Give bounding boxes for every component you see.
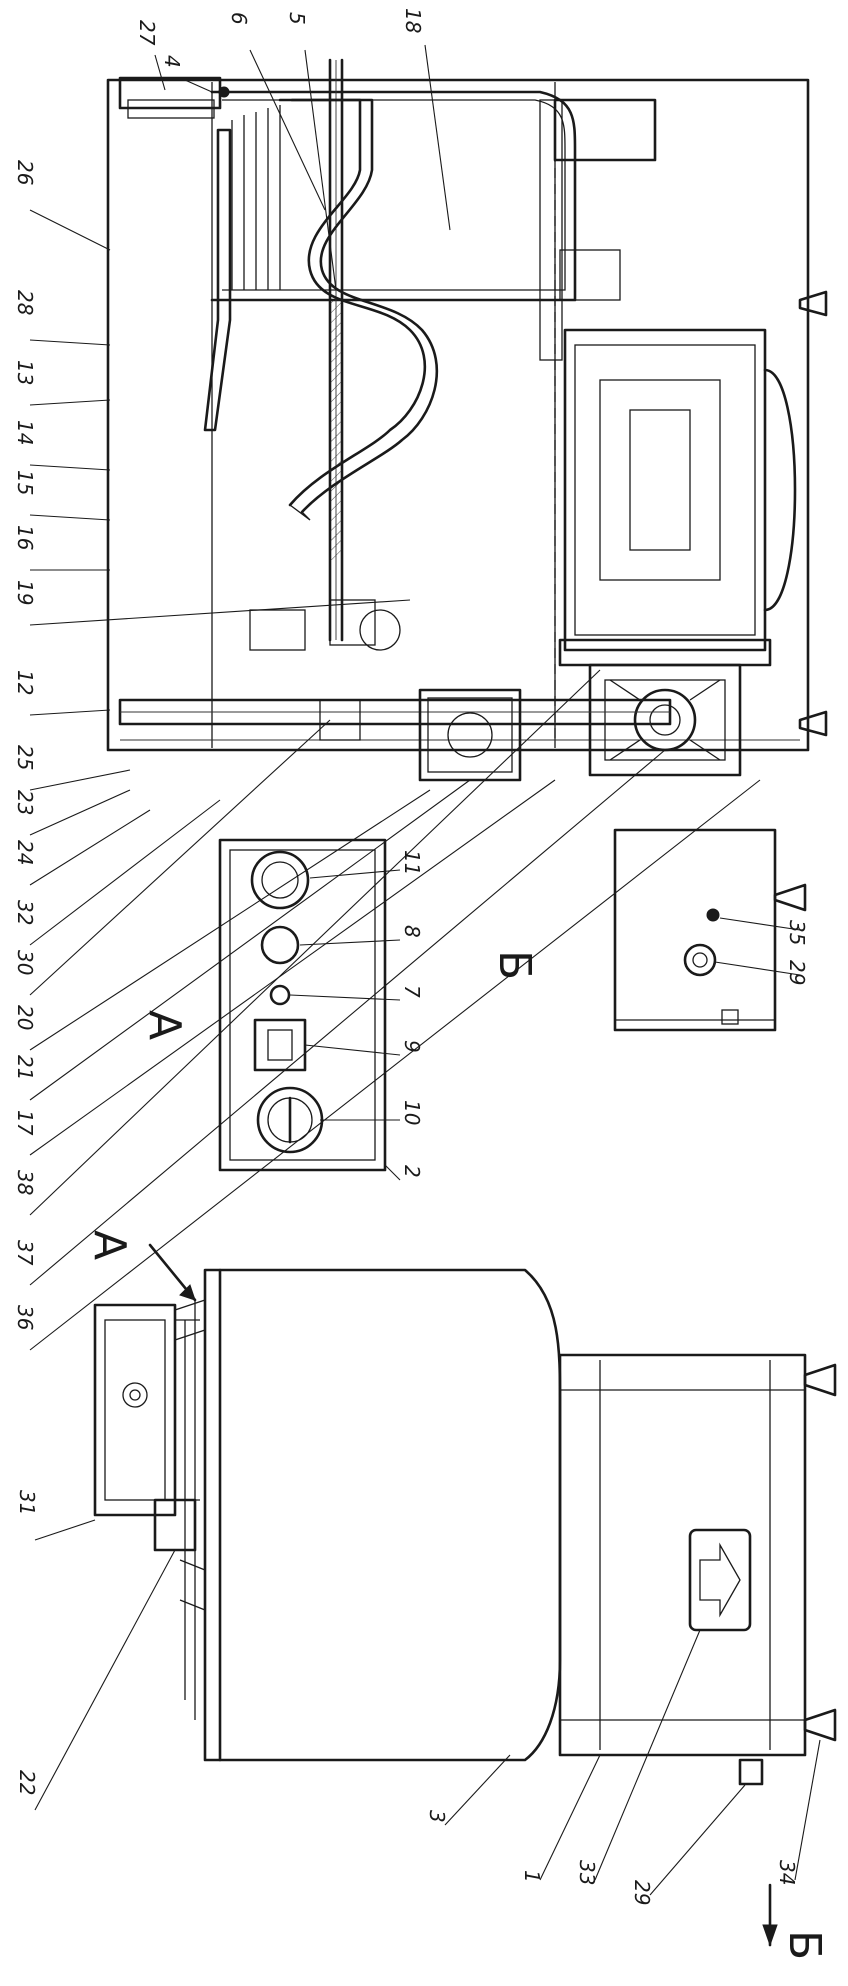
sensor-box xyxy=(249,609,306,651)
cable-gland xyxy=(738,1758,764,1786)
indicator-light-8 xyxy=(260,925,300,965)
callout-11: 11 xyxy=(400,850,424,875)
callout-28: 28 xyxy=(13,290,37,315)
view-a: А 11 8 7 9 10 2 xyxy=(139,838,424,1181)
indicator-disc xyxy=(359,609,401,651)
callout-1: 1 xyxy=(520,1870,544,1883)
view-b-title: Б xyxy=(489,950,540,980)
callout-36: 36 xyxy=(13,1305,37,1330)
callout-34: 34 xyxy=(775,1860,799,1885)
exterior-view: А xyxy=(15,1230,837,1960)
callout-24: 24 xyxy=(13,840,37,865)
pump-head xyxy=(93,1303,200,1552)
indicator-light-7 xyxy=(269,984,291,1006)
drive-shaft xyxy=(118,698,672,726)
view-b-arrow-label: Б xyxy=(779,1930,830,1960)
plug-35 xyxy=(706,908,720,922)
foot-top-2 xyxy=(798,290,828,317)
callout-13: 13 xyxy=(13,360,37,385)
callout-33: 33 xyxy=(575,1860,599,1885)
callout-21: 21 xyxy=(13,1055,37,1080)
junction-box xyxy=(329,599,376,646)
tank-body xyxy=(210,90,577,361)
callout-26: 26 xyxy=(13,160,37,185)
callout-30: 30 xyxy=(13,950,37,975)
view-a-arrow-label: А xyxy=(84,1230,135,1260)
view-a-title: А xyxy=(139,1010,190,1040)
electric-motor xyxy=(563,328,797,652)
callout-9: 9 xyxy=(400,1040,424,1053)
socket-29 xyxy=(683,943,717,977)
view-b: Б 35 29 xyxy=(489,828,809,1032)
callout-19: 19 xyxy=(13,580,37,605)
lid-layers xyxy=(174,1268,222,1762)
callout-23: 23 xyxy=(13,790,37,815)
callout-20: 20 xyxy=(13,1005,37,1030)
callout-2: 2 xyxy=(400,1165,424,1178)
callout-17: 17 xyxy=(13,1110,37,1136)
callout-18: 18 xyxy=(401,8,425,33)
direction-plate xyxy=(688,1528,752,1632)
control-panel xyxy=(218,838,387,1172)
motor-flange xyxy=(558,638,772,667)
callout-15: 15 xyxy=(13,470,37,495)
side-box xyxy=(613,828,777,1032)
callout-25: 25 xyxy=(13,745,37,770)
foot-top-1 xyxy=(798,710,828,737)
callout-27: 27 xyxy=(135,20,159,46)
lid-cone xyxy=(203,105,281,432)
foot-left xyxy=(803,1363,837,1397)
callout-4: 4 xyxy=(160,55,184,68)
callout-12: 12 xyxy=(13,670,37,695)
callouts-top: 27 4 6 5 18 xyxy=(135,8,451,291)
callout-38: 38 xyxy=(13,1170,37,1195)
foot-b xyxy=(773,883,807,912)
tank-barrel xyxy=(218,1268,562,1762)
base-cabinet xyxy=(558,1353,807,1757)
callout-31: 31 xyxy=(15,1490,39,1515)
callout-22: 22 xyxy=(15,1770,39,1795)
callout-5: 5 xyxy=(285,12,309,25)
callout-6: 6 xyxy=(227,12,251,25)
callout-29-a: 29 xyxy=(630,1880,654,1905)
callout-8: 8 xyxy=(400,925,424,938)
callout-32: 32 xyxy=(13,900,37,925)
callout-10: 10 xyxy=(400,1100,424,1125)
direction-arrow-icon xyxy=(699,1542,741,1618)
callout-29-b: 29 xyxy=(785,960,809,985)
auger-spiral xyxy=(278,98,439,521)
knob-large xyxy=(250,850,310,910)
callout-16: 16 xyxy=(13,525,37,550)
callouts-left: 26 28 13 14 15 16 19 12 25 23 24 32 30 2… xyxy=(13,160,761,1351)
section-view xyxy=(106,58,828,782)
foot-right xyxy=(803,1708,837,1742)
callout-7: 7 xyxy=(400,985,424,998)
worm-gearbox xyxy=(588,663,742,777)
callout-35: 35 xyxy=(785,920,809,945)
frame-housing xyxy=(106,78,810,752)
switch-block xyxy=(253,1018,307,1072)
relay-box xyxy=(319,699,361,741)
central-shaft xyxy=(328,58,344,642)
callout-37: 37 xyxy=(13,1240,37,1266)
pump-block xyxy=(418,688,522,782)
callout-14: 14 xyxy=(13,420,37,445)
callout-3: 3 xyxy=(425,1810,449,1823)
